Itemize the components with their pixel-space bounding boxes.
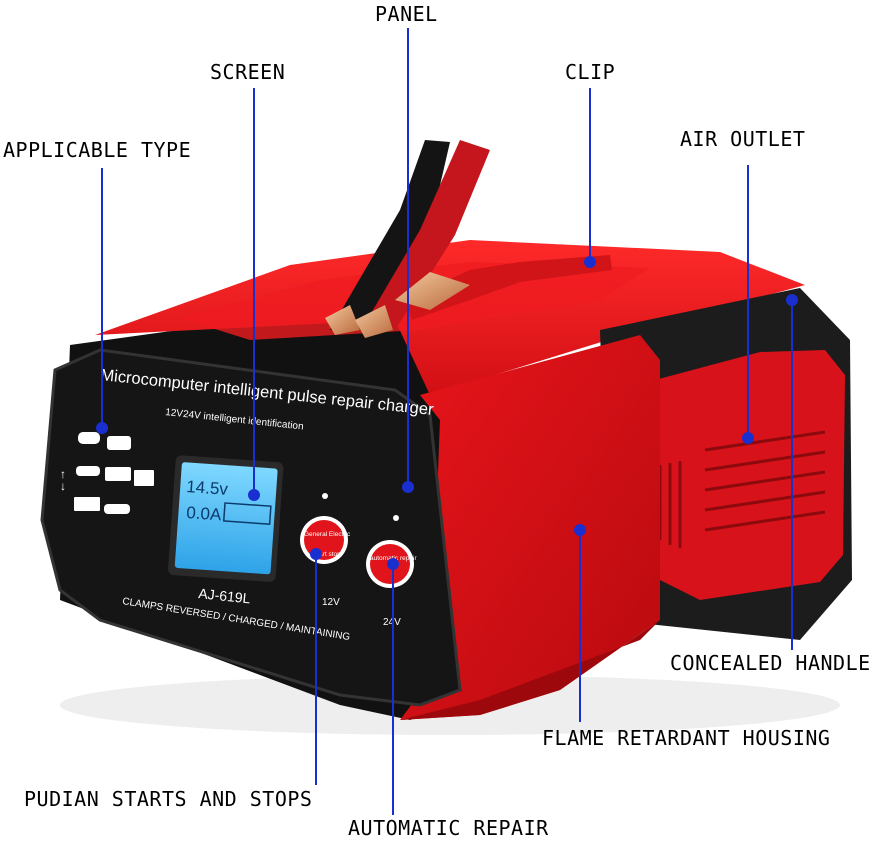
side-housing <box>400 335 660 720</box>
callout-concealed-handle: CONCEALED HANDLE <box>670 651 871 675</box>
indicator-12v <box>322 493 328 499</box>
red-clamp <box>355 140 612 338</box>
callout-air-outlet: AIR OUTLET <box>680 127 806 151</box>
start-stop-button-sub: start stop <box>314 551 341 558</box>
callout-dot-pudian <box>310 548 322 560</box>
callout-clip: CLIP <box>565 60 616 84</box>
arrow-down-icon: ↓ <box>60 479 66 493</box>
lcd-current: 0.0A <box>186 503 223 524</box>
air-outlet-grille <box>655 350 845 600</box>
forklift-icon <box>134 470 154 486</box>
motorcycle-icon <box>78 432 100 444</box>
car-icon <box>76 466 100 476</box>
callout-dot-automatic-repair <box>387 558 399 570</box>
callout-dot-concealed-handle <box>786 294 798 306</box>
bus-icon <box>105 467 131 481</box>
black-clamp <box>325 140 450 335</box>
panel-model: AJ-619L <box>198 585 252 606</box>
lcd-voltage: 14.5v <box>186 477 229 499</box>
boat-icon <box>104 504 130 514</box>
truck-icon <box>74 497 100 511</box>
callout-lines <box>96 28 798 815</box>
callout-dot-applicable-type <box>96 422 108 434</box>
van-icon <box>107 436 131 450</box>
callout-dot-clip <box>584 256 596 268</box>
callout-dot-air-outlet <box>742 432 754 444</box>
callout-panel: PANEL <box>375 2 438 26</box>
callout-pudian-starts-and-stops: PUDIAN STARTS AND STOPS <box>24 787 313 811</box>
callout-applicable-type: APPLICABLE TYPE <box>3 138 192 162</box>
label-12v: 12V <box>322 597 340 608</box>
front-panel-edge <box>40 348 462 707</box>
callout-dot-flame-retardant <box>574 524 586 536</box>
indicator-24v <box>393 515 399 521</box>
callout-dot-screen <box>248 489 260 501</box>
callout-automatic-repair: AUTOMATIC REPAIR <box>348 816 549 840</box>
vehicle-icons: ↑ ↓ <box>60 432 154 514</box>
callout-screen: SCREEN <box>210 60 286 84</box>
arrow-up-icon: ↑ <box>60 467 66 481</box>
lcd-screen: 14.5v 0.0A <box>168 455 284 582</box>
start-stop-button-label: General Electric <box>304 531 351 538</box>
callout-flame-retardant-housing: FLAME RETARDANT HOUSING <box>542 726 831 750</box>
callout-dot-panel <box>402 481 414 493</box>
